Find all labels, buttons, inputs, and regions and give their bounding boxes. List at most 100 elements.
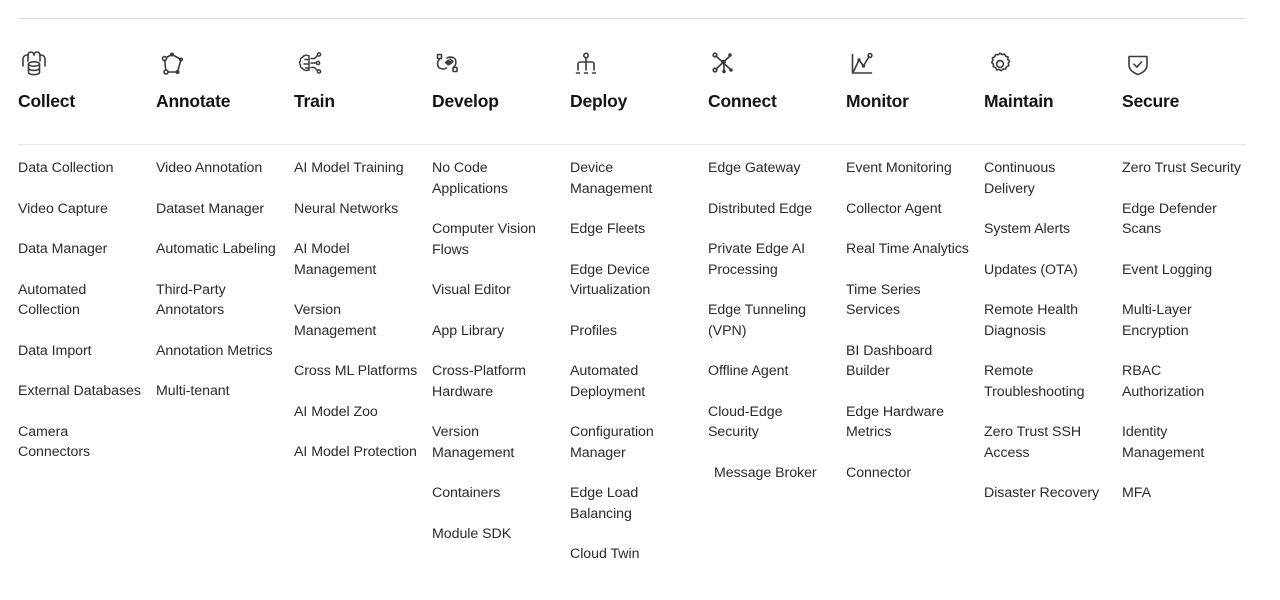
column-items: Edge Gateway Distributed Edge Private Ed… <box>708 148 838 483</box>
brain-circuit-train-icon <box>294 42 424 88</box>
list-item[interactable]: Remote Troubleshooting <box>984 363 1085 400</box>
list-item[interactable]: Edge Device Virtualization <box>570 261 651 299</box>
column-items: No Code Applications Computer Vision Flo… <box>432 148 562 544</box>
list-item[interactable]: Third-Party Annotators <box>156 281 226 319</box>
list-item[interactable]: AI Model Management <box>294 241 377 278</box>
list-item[interactable]: Zero Trust Security <box>1122 160 1241 176</box>
list-item[interactable]: Module SDK <box>432 525 512 542</box>
list-item[interactable]: Collector Agent <box>846 200 942 217</box>
list-item[interactable]: Data Import <box>18 342 92 359</box>
column-title: Maintain <box>984 91 1054 111</box>
list-item[interactable]: Zero Trust SSH Access <box>984 424 1082 461</box>
list-item[interactable]: Time Series Services <box>846 281 921 319</box>
list-item[interactable]: Event Logging <box>1122 261 1213 278</box>
column-annotate: Annotate Video Annotation Dataset Manage… <box>156 42 286 402</box>
list-item[interactable]: MFA <box>1122 485 1152 501</box>
list-item[interactable]: AI Model Protection <box>294 444 417 460</box>
network-connect-icon <box>708 42 838 88</box>
list-item[interactable]: Automated Collection <box>18 281 87 319</box>
list-item[interactable]: Disaster Recovery <box>984 485 1100 501</box>
column-title: Monitor <box>846 91 909 111</box>
list-item[interactable]: Device Management <box>570 160 653 197</box>
column-collect: Collect Data Collection Video Capture Da… <box>18 42 148 463</box>
list-item[interactable]: Multi-tenant <box>156 383 230 399</box>
list-item[interactable]: Cloud Twin <box>570 546 640 562</box>
column-items: Device Management Edge Fleets Edge Devic… <box>570 148 700 565</box>
polygon-annotate-icon <box>156 42 286 88</box>
code-flow-develop-icon <box>432 42 562 88</box>
list-item[interactable]: Data Collection <box>18 160 114 176</box>
column-develop: Develop No Code Applications Computer Vi… <box>432 42 562 544</box>
column-deploy: Deploy Device Management Edge Fleets Edg… <box>570 42 700 565</box>
list-item[interactable]: Message Broker <box>714 464 817 481</box>
list-item[interactable]: Data Manager <box>18 241 108 257</box>
list-item[interactable]: Computer Vision Flows <box>432 221 536 258</box>
list-item[interactable]: Profiles <box>570 322 617 339</box>
column-items: AI Model Training Neural Networks AI Mod… <box>294 148 424 463</box>
list-item[interactable]: Private Edge AI Processing <box>708 241 806 278</box>
column-title: Train <box>294 91 335 111</box>
column-title: Deploy <box>570 91 628 111</box>
list-item[interactable]: Containers <box>432 485 501 501</box>
list-item[interactable]: Cross ML Platforms <box>294 363 418 379</box>
column-title: Connect <box>708 91 777 111</box>
column-secure: Secure Zero Trust Security Edge Defender… <box>1122 42 1252 504</box>
column-title: Annotate <box>156 91 231 111</box>
column-items: Event Monitoring Collector Agent Real Ti… <box>846 148 976 483</box>
column-train: Train AI Model Training Neural Networks … <box>294 42 424 463</box>
list-item[interactable]: Version Management <box>294 302 377 339</box>
list-item[interactable]: Connector <box>846 464 912 481</box>
list-item[interactable]: Cloud-Edge Security <box>708 403 783 441</box>
list-item[interactable]: Video Annotation <box>156 160 263 176</box>
gear-maintain-icon <box>984 42 1114 88</box>
list-item[interactable]: Edge Hardware Metrics <box>846 403 944 441</box>
column-title: Secure <box>1122 91 1180 111</box>
list-item[interactable]: BI Dashboard Builder <box>846 342 933 380</box>
shield-check-secure-icon <box>1122 42 1252 88</box>
list-item[interactable]: Edge Defender Scans <box>1122 200 1217 238</box>
list-item[interactable]: App Library <box>432 322 505 339</box>
column-title: Develop <box>432 91 499 111</box>
header-divider <box>18 144 1246 145</box>
list-item[interactable]: Neural Networks <box>294 200 399 217</box>
list-item[interactable]: Remote Health Diagnosis <box>984 302 1078 339</box>
list-item[interactable]: Real Time Analytics <box>846 241 969 257</box>
list-item[interactable]: Offline Agent <box>708 363 789 379</box>
list-item[interactable]: Video Capture <box>18 200 108 217</box>
list-item[interactable]: Version Management <box>432 424 515 461</box>
line-chart-monitor-icon <box>846 42 976 88</box>
top-divider <box>18 18 1246 19</box>
list-item[interactable]: Multi-Layer Encryption <box>1122 302 1192 339</box>
column-items: Data Collection Video Capture Data Manag… <box>18 148 148 463</box>
list-item[interactable]: Dataset Manager <box>156 200 265 217</box>
list-item[interactable]: Distributed Edge <box>708 200 813 217</box>
list-item[interactable]: Continuous Delivery <box>984 160 1056 197</box>
list-item[interactable]: External Databases <box>18 383 141 399</box>
list-item[interactable]: AI Model Zoo <box>294 403 378 420</box>
list-item[interactable]: RBAC Authorization <box>1122 363 1205 400</box>
capability-columns: Collect Data Collection Video Capture Da… <box>18 42 1262 565</box>
list-item[interactable]: No Code Applications <box>432 160 508 197</box>
list-item[interactable]: Automatic Labeling <box>156 241 276 257</box>
list-item[interactable]: Edge Gateway <box>708 160 801 176</box>
column-items: Zero Trust Security Edge Defender Scans … <box>1122 148 1252 504</box>
list-item[interactable]: Event Monitoring <box>846 160 952 176</box>
list-item[interactable]: Identity Management <box>1122 424 1205 461</box>
database-collect-icon <box>18 42 148 88</box>
column-items: Video Annotation Dataset Manager Automat… <box>156 148 286 402</box>
list-item[interactable]: Configuration Manager <box>570 424 654 461</box>
column-items: Continuous Delivery System Alerts Update… <box>984 148 1114 504</box>
list-item[interactable]: Automated Deployment <box>570 363 646 400</box>
list-item[interactable]: System Alerts <box>984 221 1071 237</box>
list-item[interactable]: Cross-Platform Hardware <box>432 363 526 400</box>
list-item[interactable]: Edge Tunneling (VPN) <box>708 302 806 339</box>
list-item[interactable]: Camera Connectors <box>18 423 91 461</box>
list-item[interactable]: Edge Fleets <box>570 221 646 237</box>
list-item[interactable]: Updates (OTA) <box>984 261 1078 278</box>
list-item[interactable]: Visual Editor <box>432 282 511 298</box>
list-item[interactable]: AI Model Training <box>294 160 404 176</box>
column-title: Collect <box>18 91 75 111</box>
list-item[interactable]: Annotation Metrics <box>156 342 273 359</box>
list-item[interactable]: Edge Load Balancing <box>570 485 639 522</box>
